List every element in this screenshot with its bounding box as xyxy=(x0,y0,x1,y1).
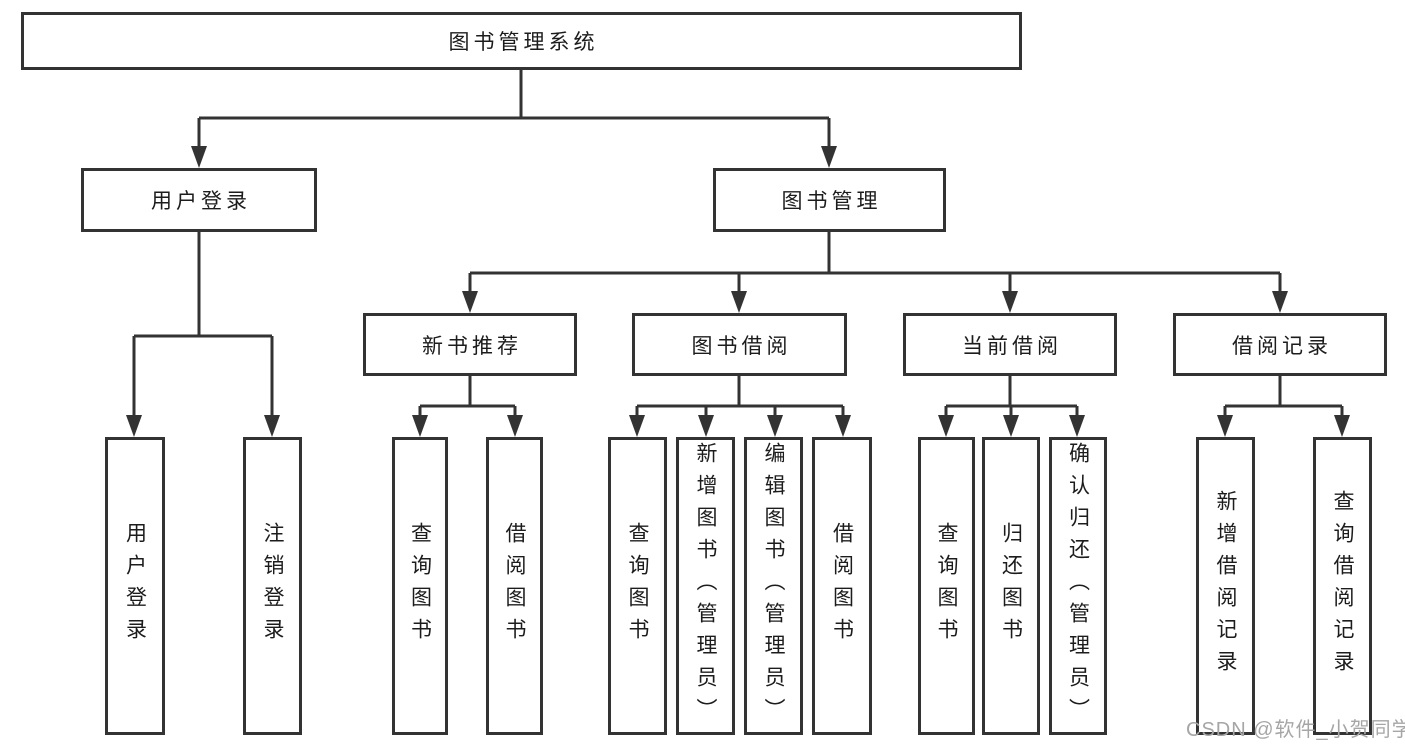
arrowhead xyxy=(126,415,142,437)
arrowhead xyxy=(264,415,280,437)
node-book-management-label: 图书管理 xyxy=(781,190,882,213)
connector-new-book-recommend-to-leaves xyxy=(412,376,523,437)
connector-borrow-records-to-leaves xyxy=(1217,376,1350,437)
leaf-logout-label: 注销登录 xyxy=(261,522,285,650)
arrowhead xyxy=(767,415,783,437)
connector-root-to-level2 xyxy=(191,70,837,168)
node-user-login: 用户登录 xyxy=(81,168,317,232)
leaf-query-book-borrow: 查询图书 xyxy=(608,437,667,735)
node-root-label: 图书管理系统 xyxy=(448,31,599,54)
leaf-query-book-recommend-label: 查询图书 xyxy=(408,522,432,650)
arrowhead xyxy=(1272,291,1288,313)
connector-current-borrow-to-leaves xyxy=(938,376,1085,437)
leaf-user-login: 用户登录 xyxy=(105,437,165,735)
leaf-borrow-book: 借阅图书 xyxy=(812,437,872,735)
leaf-borrow-book-recommend-label: 借阅图书 xyxy=(503,522,527,650)
connector-book-management-to-level3 xyxy=(462,232,1288,313)
arrowhead xyxy=(462,291,478,313)
leaf-confirm-return-admin: 确认归还（管理员） xyxy=(1049,437,1107,735)
leaf-logout: 注销登录 xyxy=(243,437,302,735)
node-current-borrow-label: 当前借阅 xyxy=(962,334,1062,358)
arrowhead xyxy=(938,415,954,437)
arrowhead xyxy=(629,415,645,437)
node-current-borrow: 当前借阅 xyxy=(903,313,1117,376)
csdn-watermark: CSDN @软件_小贺同学 xyxy=(1186,719,1405,741)
arrowhead xyxy=(1003,415,1019,437)
leaf-query-current-label: 查询图书 xyxy=(935,522,959,650)
connector-book-borrow-to-leaves xyxy=(629,376,851,437)
node-new-book-recommend-label: 新书推荐 xyxy=(422,334,522,358)
leaf-add-book-admin: 新增图书（管理员） xyxy=(676,437,735,735)
leaf-query-book-borrow-label: 查询图书 xyxy=(626,522,650,650)
leaf-borrow-book-recommend: 借阅图书 xyxy=(486,437,543,735)
connector-user-login-to-leaves xyxy=(126,232,280,437)
leaf-add-borrow-record: 新增借阅记录 xyxy=(1196,437,1255,735)
leaf-add-borrow-record-label: 新增借阅记录 xyxy=(1214,490,1238,682)
arrowhead xyxy=(835,415,851,437)
leaf-query-current: 查询图书 xyxy=(918,437,975,735)
leaf-edit-book-admin: 编辑图书（管理员） xyxy=(744,437,803,735)
arrowhead xyxy=(412,415,428,437)
node-borrow-records-label: 借阅记录 xyxy=(1232,334,1332,358)
leaf-return-book-label: 归还图书 xyxy=(999,522,1023,650)
leaf-user-login-label: 用户登录 xyxy=(123,522,147,650)
node-new-book-recommend: 新书推荐 xyxy=(363,313,577,376)
leaf-add-book-admin-label: 新增图书（管理员） xyxy=(694,442,718,730)
arrowhead xyxy=(731,291,747,313)
leaf-confirm-return-admin-label: 确认归还（管理员） xyxy=(1066,442,1090,730)
node-borrow-records: 借阅记录 xyxy=(1173,313,1387,376)
arrowhead xyxy=(698,415,714,437)
arrowhead xyxy=(1217,415,1233,437)
node-user-login-label: 用户登录 xyxy=(151,190,251,213)
arrowhead xyxy=(191,146,207,168)
arrowhead xyxy=(1334,415,1350,437)
node-book-management: 图书管理 xyxy=(713,168,946,232)
leaf-query-borrow-record: 查询借阅记录 xyxy=(1313,437,1372,735)
node-book-borrow: 图书借阅 xyxy=(632,313,847,376)
node-book-borrow-label: 图书借阅 xyxy=(691,334,792,358)
arrowhead xyxy=(1002,291,1018,313)
leaf-edit-book-admin-label: 编辑图书（管理员） xyxy=(762,442,786,730)
leaf-query-book-recommend: 查询图书 xyxy=(392,437,448,735)
leaf-borrow-book-label: 借阅图书 xyxy=(830,522,854,650)
leaf-query-borrow-record-label: 查询借阅记录 xyxy=(1331,490,1355,682)
node-root: 图书管理系统 xyxy=(21,12,1022,70)
arrowhead xyxy=(821,146,837,168)
arrowhead xyxy=(1069,415,1085,437)
arrowhead xyxy=(507,415,523,437)
leaf-return-book: 归还图书 xyxy=(982,437,1040,735)
